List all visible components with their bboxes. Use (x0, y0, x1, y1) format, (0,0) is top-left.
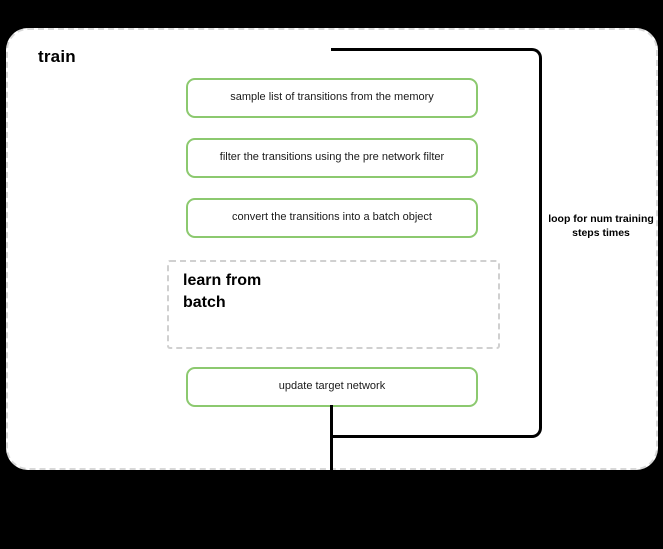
step-label-update-target-network: update target network (278, 380, 386, 393)
step-node-sample[interactable]: sample list of transitions from the memo… (186, 78, 478, 118)
learn-from-batch-subgraph[interactable]: learn from batch (167, 260, 500, 349)
step-label-filter: filter the transitions using the pre net… (219, 151, 445, 164)
step-node-update-target-network[interactable]: update target network (186, 367, 478, 407)
step-node-convert[interactable]: convert the transitions into a batch obj… (186, 198, 478, 238)
step-label-convert: convert the transitions into a batch obj… (232, 211, 432, 224)
loop-edge-label: loop for num training steps times (548, 213, 654, 239)
train-title-label: train (38, 47, 76, 66)
step-node-filter[interactable]: filter the transitions using the pre net… (186, 138, 478, 178)
exit-connector-line (330, 405, 333, 480)
step-label-sample: sample list of transitions from the memo… (230, 91, 434, 104)
learn-from-batch-title-label: learn from batch (183, 272, 262, 312)
